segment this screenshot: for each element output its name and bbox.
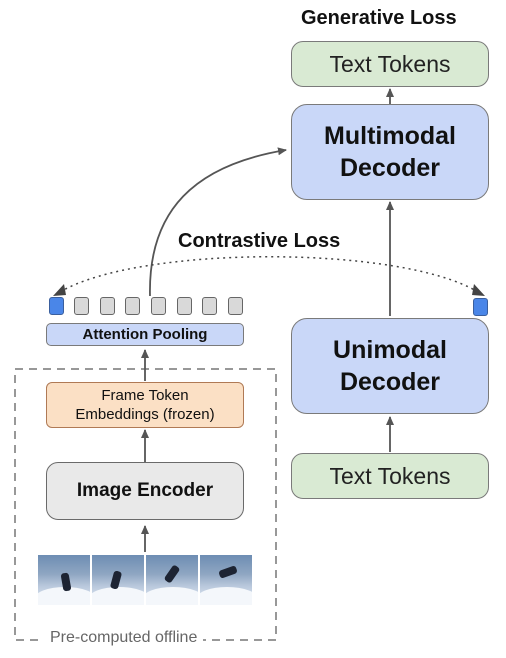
multimodal-decoder-line2: Decoder [339, 154, 441, 182]
pooled-token [74, 297, 89, 315]
unimodal-decoder-box: Unimodal Decoder [291, 318, 489, 414]
video-frame-thumbnail [146, 555, 198, 605]
image-encoder-box: Image Encoder [46, 462, 244, 520]
text-tokens-bottom-box: Text Tokens [291, 453, 489, 499]
pooled-token [100, 297, 115, 315]
pooled-token [151, 297, 166, 315]
precomputed-offline-label: Pre-computed offline [44, 629, 204, 647]
contrastive-arc [59, 256, 479, 293]
contrastive-arrowhead-left [53, 284, 66, 296]
text-cls-token [473, 298, 488, 316]
image-encoder-label: Image Encoder [76, 480, 214, 501]
pooled-token-active [49, 297, 64, 315]
pooled-token [177, 297, 192, 315]
video-frame-thumbnail [200, 555, 252, 605]
arrow-pooling-to-multimodal [149, 147, 287, 297]
unimodal-decoder-line1: Unimodal [333, 335, 447, 364]
attention-pooling-box: Attention Pooling [46, 323, 244, 346]
contrastive-arrowhead-right [472, 284, 485, 296]
text-tokens-top-label: Text Tokens [329, 50, 451, 77]
multimodal-decoder-box: Multimodal Decoder [291, 104, 489, 200]
contrastive-loss-label: Contrastive Loss [178, 230, 341, 252]
video-frame-thumbnail [38, 555, 90, 605]
pooled-token [228, 297, 243, 315]
pooled-token [125, 297, 140, 315]
generative-loss-label: Generative Loss [301, 7, 457, 29]
text-tokens-bottom-label: Text Tokens [329, 462, 451, 489]
frame-token-line2: Embeddings (frozen) [75, 406, 215, 423]
pooled-token [202, 297, 217, 315]
text-tokens-top-box: Text Tokens [291, 41, 489, 87]
frame-token-embeddings-box: Frame Token Embeddings (frozen) [46, 382, 244, 428]
frame-token-line1: Frame Token [101, 386, 189, 404]
video-frame-thumbnail [92, 555, 144, 605]
unimodal-decoder-line2: Decoder [339, 368, 441, 396]
multimodal-decoder-line1: Multimodal [324, 121, 456, 150]
attention-pooling-label: Attention Pooling [82, 326, 208, 343]
